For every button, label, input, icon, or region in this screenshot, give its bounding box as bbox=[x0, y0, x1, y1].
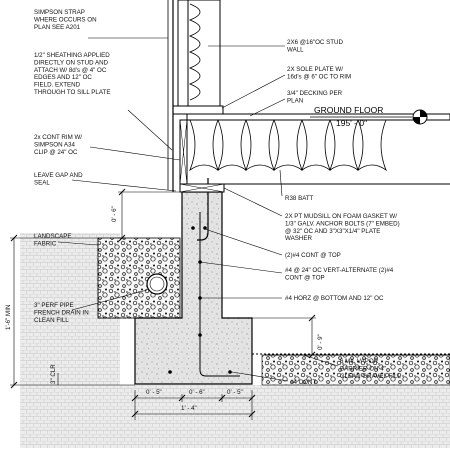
dimension-ticks bbox=[10, 188, 316, 418]
note-vapor-line: CLEAN GRAVEL FILL bbox=[340, 373, 401, 380]
dim-toe-right: 0' - 5" bbox=[227, 389, 243, 396]
note-mudsill-line: 2X PT MUDSILL ON FOAM GASKET W/ bbox=[285, 213, 397, 220]
note-decking-line: 3/4" DECKING PER bbox=[287, 90, 343, 97]
rebar-dot bbox=[228, 370, 232, 374]
rebar-hook bbox=[199, 369, 240, 377]
note-cont-top-line: (2)#4 CONT @ TOP bbox=[285, 252, 341, 259]
note-sheathing-line: 1/2" SHEATHING APPLIED bbox=[34, 52, 110, 59]
dim-footing-depth: 0' - 9" bbox=[317, 334, 324, 350]
note-vert-line: CONT @ TOP bbox=[285, 274, 325, 281]
dim-toe-left: 0' - 5" bbox=[146, 389, 162, 396]
note-rim-line: CLIP @ 24" OC bbox=[34, 149, 78, 156]
stud bbox=[177, 0, 189, 107]
gravel-fill-left bbox=[97, 237, 181, 319]
rebar-dot bbox=[191, 226, 195, 230]
note-mudsill-line: WASHER bbox=[285, 235, 312, 242]
rebar-dot bbox=[198, 333, 202, 337]
note-vert-line: #4 @ 24" OC VERT-ALTERNATE (2)#4 bbox=[285, 267, 394, 274]
note-mudsill-line: 1/3" GALV. ANCHOR BOLTS (7" EMBED) bbox=[285, 220, 400, 227]
landscape-fabric-line bbox=[97, 238, 180, 319]
note-stud-wall-line: WALL bbox=[287, 46, 304, 53]
note-cont-bottom-line: #4 CONT bbox=[290, 379, 316, 386]
dim-stem-exposure: 0' - 6" bbox=[111, 206, 118, 222]
stem-wall-and-footing bbox=[134, 191, 253, 385]
earth-bottom bbox=[120, 385, 265, 448]
note-cont-bottom: #4 CONT bbox=[290, 379, 316, 386]
note-gap-line: LEAVE GAP AND bbox=[34, 172, 83, 179]
level-name: GROUND FLOOR bbox=[314, 105, 383, 115]
note-perf-pipe-line: FRENCH DRAIN IN bbox=[34, 309, 89, 316]
rebar-dot bbox=[168, 370, 172, 374]
note-sole-plate-line: 2X SOLE PLATE W/ bbox=[287, 66, 343, 73]
level-target-icon-fill bbox=[413, 110, 427, 124]
mudsill-grain bbox=[179, 183, 225, 193]
note-gap-line: SEAL bbox=[34, 179, 50, 186]
rebar-dot bbox=[203, 226, 207, 230]
note-batt-line: R38 BATT bbox=[285, 195, 314, 202]
note-mudsill: 2X PT MUDSILL ON FOAM GASKET W/1/3" GALV… bbox=[285, 213, 400, 242]
note-strap-line: PLAN SEE A201 bbox=[34, 24, 81, 31]
dim-stem-width: 0' - 6" bbox=[189, 389, 205, 396]
note-sheathing-line: ATTACH W/ 8d's @ 4" OC bbox=[34, 67, 107, 74]
note-strap-line: WHERE OCCURS ON bbox=[34, 16, 97, 23]
note-sheathing-line: EDGES AND 12" OC bbox=[34, 74, 92, 81]
wall-insulation bbox=[188, 3, 201, 101]
level-elevation: 195' - 0" bbox=[336, 118, 367, 128]
note-sheathing-line: FIELD. EXTEND bbox=[34, 82, 81, 89]
note-decking-line: PLAN bbox=[287, 97, 303, 104]
leader-lines bbox=[57, 37, 339, 382]
note-cont-top: (2)#4 CONT @ TOP bbox=[285, 252, 341, 259]
perf-pipe-inner bbox=[149, 276, 165, 292]
note-perf-pipe-line: CLEAN FILL bbox=[34, 317, 69, 324]
note-horz: #4 HORZ @ BOTTOM AND 12" OC bbox=[285, 295, 384, 302]
note-rim-line: SIMPSON A34 bbox=[34, 141, 75, 148]
note-landscape-line: LANDSCAPE bbox=[34, 233, 71, 240]
note-vapor-line: BARRIER ON 4" bbox=[340, 365, 386, 372]
note-stud-wall-line: 2X6 @16"OC STUD bbox=[287, 39, 343, 46]
note-perf-pipe-line: 3" PERF PIPE bbox=[34, 302, 74, 309]
note-vapor-line: 6 MIL VAPOR bbox=[340, 358, 379, 365]
note-rim-line: 2x CONT RIM W/ bbox=[34, 134, 82, 141]
note-sheathing-line: DIRECTLY ON STUD AND bbox=[34, 59, 109, 66]
dim-min-depth: 1'-6" MIN bbox=[5, 305, 12, 330]
dimension-lines bbox=[10, 191, 316, 420]
note-sole-plate-line: 16d's @ 6" OC TO RIM bbox=[287, 73, 351, 80]
note-mudsill-line: @ 32" OC AND 3"X3"X1/4" PLATE bbox=[285, 228, 380, 235]
stud-wall-cavity bbox=[187, 0, 221, 107]
note-batt: R38 BATT bbox=[285, 195, 314, 202]
note-landscape-line: FABRIC bbox=[34, 240, 57, 247]
note-sole-plate: 2X SOLE PLATE W/16d's @ 6" OC TO RIM bbox=[287, 66, 351, 80]
dim-footing-width: 1' - 4" bbox=[181, 405, 197, 412]
anchor-bolt bbox=[197, 178, 209, 241]
rim-joist-grain bbox=[179, 119, 188, 185]
dim-clear: 3" CLR bbox=[50, 364, 57, 384]
sole-plate bbox=[172, 105, 224, 115]
batt-insulation bbox=[189, 119, 387, 172]
note-strap-line: SIMPSON STRAP bbox=[34, 9, 85, 16]
note-horz-line: #4 HORZ @ BOTTOM AND 12" OC bbox=[285, 295, 384, 302]
note-sheathing-line: THROUGH TO SILL PLATE bbox=[34, 89, 110, 96]
